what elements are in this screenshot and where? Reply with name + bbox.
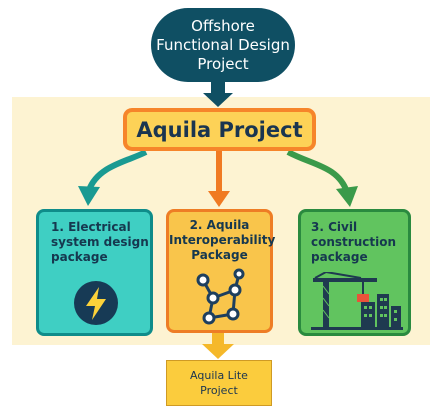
main-node-label: Aquila Project — [136, 117, 303, 142]
arrow-main-to-package-3 — [286, 149, 358, 207]
main-node-aquila-project: Aquila Project — [123, 108, 316, 151]
package-1-electrical: 1. Electrical system design package — [36, 209, 153, 336]
lightning-bolt-icon — [74, 281, 118, 325]
top-node-offshore-project: Offshore Functional Design Project — [151, 8, 295, 82]
arrow-main-to-package-2 — [208, 151, 230, 207]
package-2-interoperability: 2. Aquila Interoperability Package — [166, 209, 276, 333]
arrow-top-to-main — [203, 81, 233, 107]
arrow-main-to-package-1 — [78, 149, 148, 206]
arrow-package-2-to-lite — [202, 333, 234, 359]
bottom-node-aquila-lite: Aquila Lite Project — [166, 360, 272, 406]
package-3-label: 3. Civil construction package — [311, 220, 396, 264]
top-node-label: Offshore Functional Design Project — [156, 16, 290, 73]
bottom-node-label: Aquila Lite Project — [190, 369, 248, 397]
package-1-label: 1. Electrical system design package — [51, 220, 149, 264]
package-2-label: 2. Aquila Interoperability Package — [169, 218, 276, 262]
package-3-civil: 3. Civil construction package — [298, 209, 411, 336]
network-graph-icon — [196, 268, 245, 325]
construction-crane-icon — [311, 272, 403, 330]
